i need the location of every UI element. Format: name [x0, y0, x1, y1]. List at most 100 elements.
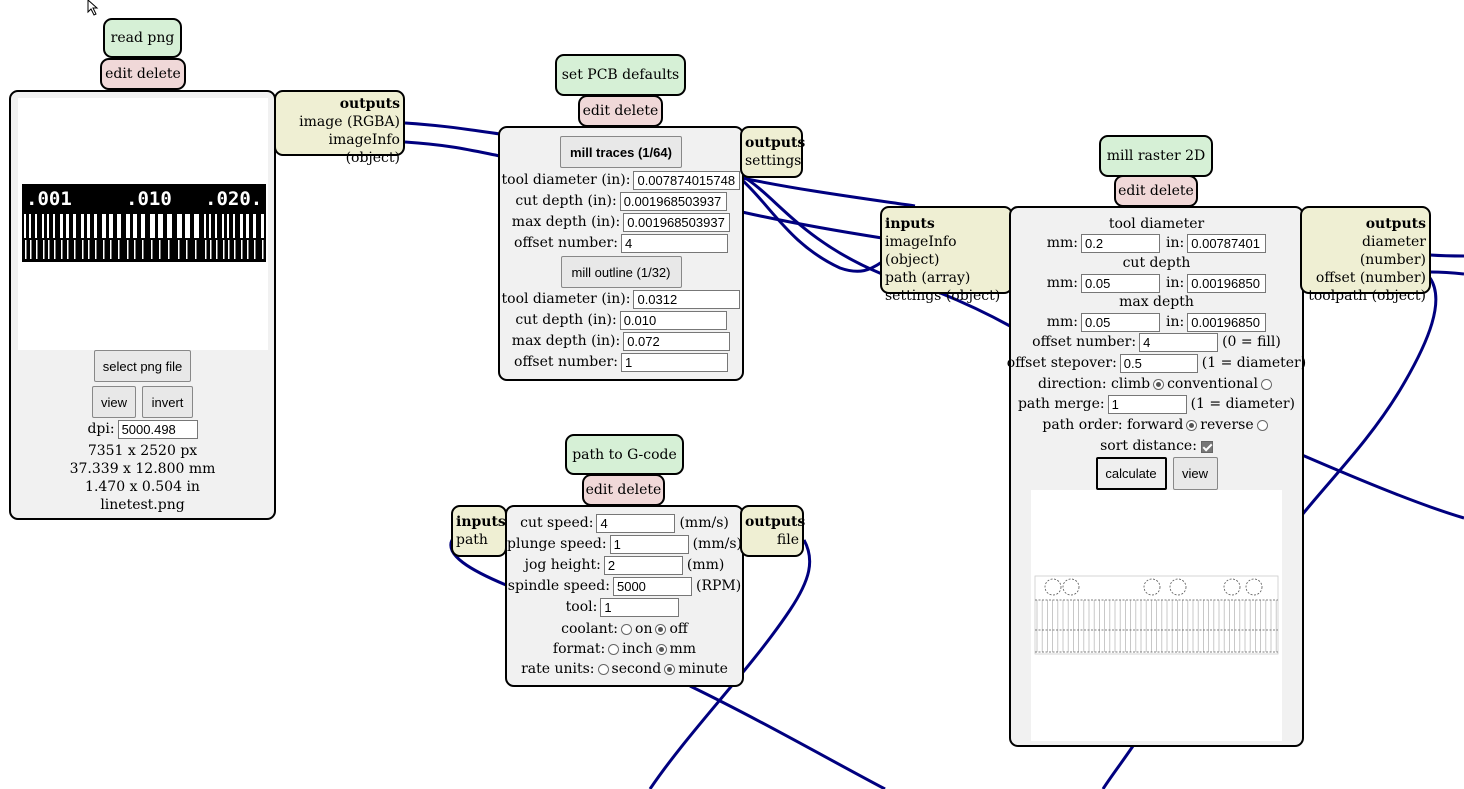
preview-bar — [109, 214, 113, 238]
output-diameter[interactable]: diameter (number) — [1359, 234, 1426, 268]
max-depth-mm-input[interactable] — [1081, 313, 1161, 332]
tracesRows-row: cut depth (in): — [500, 191, 742, 212]
preview-bar — [126, 214, 130, 238]
gcodeRows-input[interactable] — [609, 535, 689, 554]
coolant-off-radio[interactable] — [655, 624, 667, 635]
offset-number-input[interactable] — [1139, 333, 1219, 352]
preview-bar — [233, 214, 235, 238]
read-png-edit-delete[interactable]: edit delete — [100, 58, 186, 90]
preview-line — [95, 240, 97, 259]
pcb-defaults-edit-delete[interactable]: edit delete — [578, 95, 663, 127]
input-imageinfo[interactable]: imageInfo (object) — [885, 234, 957, 268]
output-imageinfo[interactable]: imageInfo (object) — [328, 132, 400, 166]
gcodeRows-input[interactable] — [596, 514, 676, 533]
dpi-input[interactable] — [117, 420, 198, 439]
gcode-title[interactable]: path to G-code — [565, 434, 684, 475]
max-depth-in-input[interactable] — [1187, 313, 1267, 332]
input-path-array[interactable]: path (array) — [885, 270, 971, 286]
offset-stepover-input[interactable] — [1119, 354, 1198, 373]
preview-bar — [215, 214, 217, 238]
preview-line — [67, 240, 69, 259]
toolpath-ring — [1143, 578, 1161, 596]
raster-inputs: inputs imageInfo (object) path (array) s… — [880, 206, 1013, 304]
preview-label-020: .020. — [205, 188, 262, 210]
preview-bar — [60, 214, 63, 238]
rate-second-radio[interactable] — [597, 664, 609, 675]
toolpath-ring — [1044, 578, 1062, 596]
cut-depth-mm-input[interactable] — [1081, 274, 1161, 293]
preview-label-001: .001 — [26, 188, 72, 210]
gcode-edit-delete[interactable]: edit delete — [582, 474, 665, 506]
tracesRows-input[interactable] — [620, 234, 728, 253]
cut-depth-in-input[interactable] — [1187, 274, 1267, 293]
output-file[interactable]: file — [776, 532, 799, 548]
invert-button[interactable]: invert — [142, 386, 193, 418]
preview-bar — [53, 214, 55, 238]
pcb-defaults-title[interactable]: set PCB defaults — [555, 54, 686, 96]
preview-line — [25, 240, 27, 259]
preview-bar — [204, 214, 206, 238]
path-order-forward-radio[interactable] — [1186, 420, 1198, 431]
tool-diameter-row: mm: in: — [1011, 233, 1302, 254]
gcodeRows-input[interactable] — [612, 577, 692, 596]
path-merge-input[interactable] — [1107, 395, 1187, 414]
png-info: 7351 x 2520 px 37.339 x 12.800 mm 1.470 … — [69, 443, 216, 513]
rate-minute-radio[interactable] — [664, 664, 676, 675]
gcodeRows-input[interactable] — [603, 556, 683, 575]
output-toolpath[interactable]: toolpath (object) — [1308, 288, 1426, 304]
max-depth-header: max depth — [1119, 294, 1194, 310]
outlineRows-input[interactable] — [620, 353, 728, 372]
toolpath-ring — [1245, 578, 1263, 596]
mill-outline-button[interactable]: mill outline (1/32) — [560, 256, 682, 288]
path-order-row: path order: forward reverse — [1011, 415, 1302, 436]
wire-gcode-diag — [689, 684, 886, 789]
outlineRows-input[interactable] — [623, 332, 731, 351]
view-button[interactable]: view — [92, 386, 136, 418]
sort-distance-checkbox[interactable] — [1200, 440, 1213, 453]
output-image[interactable]: image (RGBA) — [299, 114, 400, 130]
preview-line — [103, 240, 105, 259]
cut-depth-row: mm: in: — [1011, 273, 1302, 294]
gcodeRows-input[interactable] — [600, 598, 680, 617]
tool-diameter-in-input[interactable] — [1187, 234, 1267, 253]
format-inch-radio[interactable] — [608, 644, 620, 655]
preview-line — [110, 240, 112, 259]
tracesRows-input[interactable] — [619, 192, 727, 211]
select-png-file-button[interactable]: select png file — [94, 350, 191, 382]
preview-line — [118, 240, 120, 259]
tracesRows-row: max depth (in): — [500, 212, 742, 233]
raster-edit-delete[interactable]: edit delete — [1114, 175, 1198, 207]
mill-traces-button[interactable]: mill traces (1/64) — [560, 136, 682, 168]
tracesRows-input[interactable] — [633, 171, 741, 190]
preview-line — [43, 240, 45, 259]
wire-raster-bottom — [1101, 745, 1135, 789]
outlineRows-input[interactable] — [633, 290, 741, 309]
direction-climb-radio[interactable] — [1153, 379, 1165, 390]
outlineRows-row: offset number: — [500, 352, 742, 373]
preview-bar — [261, 214, 264, 238]
raster-title[interactable]: mill raster 2D — [1099, 135, 1213, 177]
tracesRows-input[interactable] — [623, 213, 731, 232]
direction-conventional-radio[interactable] — [1260, 379, 1272, 390]
toolpath-ring — [1169, 578, 1187, 596]
outlineRows-input[interactable] — [619, 311, 727, 330]
coolant-on-radio[interactable] — [621, 624, 633, 635]
preview-label-010: .010 — [126, 188, 172, 210]
path-order-reverse-radio[interactable] — [1256, 420, 1268, 431]
raster-view-button[interactable]: view — [1172, 457, 1218, 490]
tool-diameter-mm-input[interactable] — [1081, 234, 1161, 253]
preview-bar — [42, 214, 44, 238]
preview-bar — [177, 214, 182, 238]
preview-bar — [209, 214, 211, 238]
preview-bar — [35, 214, 37, 238]
preview-line — [178, 240, 180, 259]
input-path[interactable]: path — [456, 532, 488, 548]
offset-stepover-row: offset stepover: (1 = diameter) — [1007, 353, 1306, 374]
calculate-button[interactable]: calculate — [1095, 457, 1167, 490]
format-mm-radio[interactable] — [655, 644, 667, 655]
preview-line — [205, 240, 207, 259]
output-settings[interactable]: settings — [745, 153, 802, 169]
input-settings[interactable]: settings (object) — [885, 288, 1001, 304]
read-png-title[interactable]: read png — [103, 18, 182, 58]
output-offset[interactable]: offset (number) — [1315, 270, 1426, 286]
